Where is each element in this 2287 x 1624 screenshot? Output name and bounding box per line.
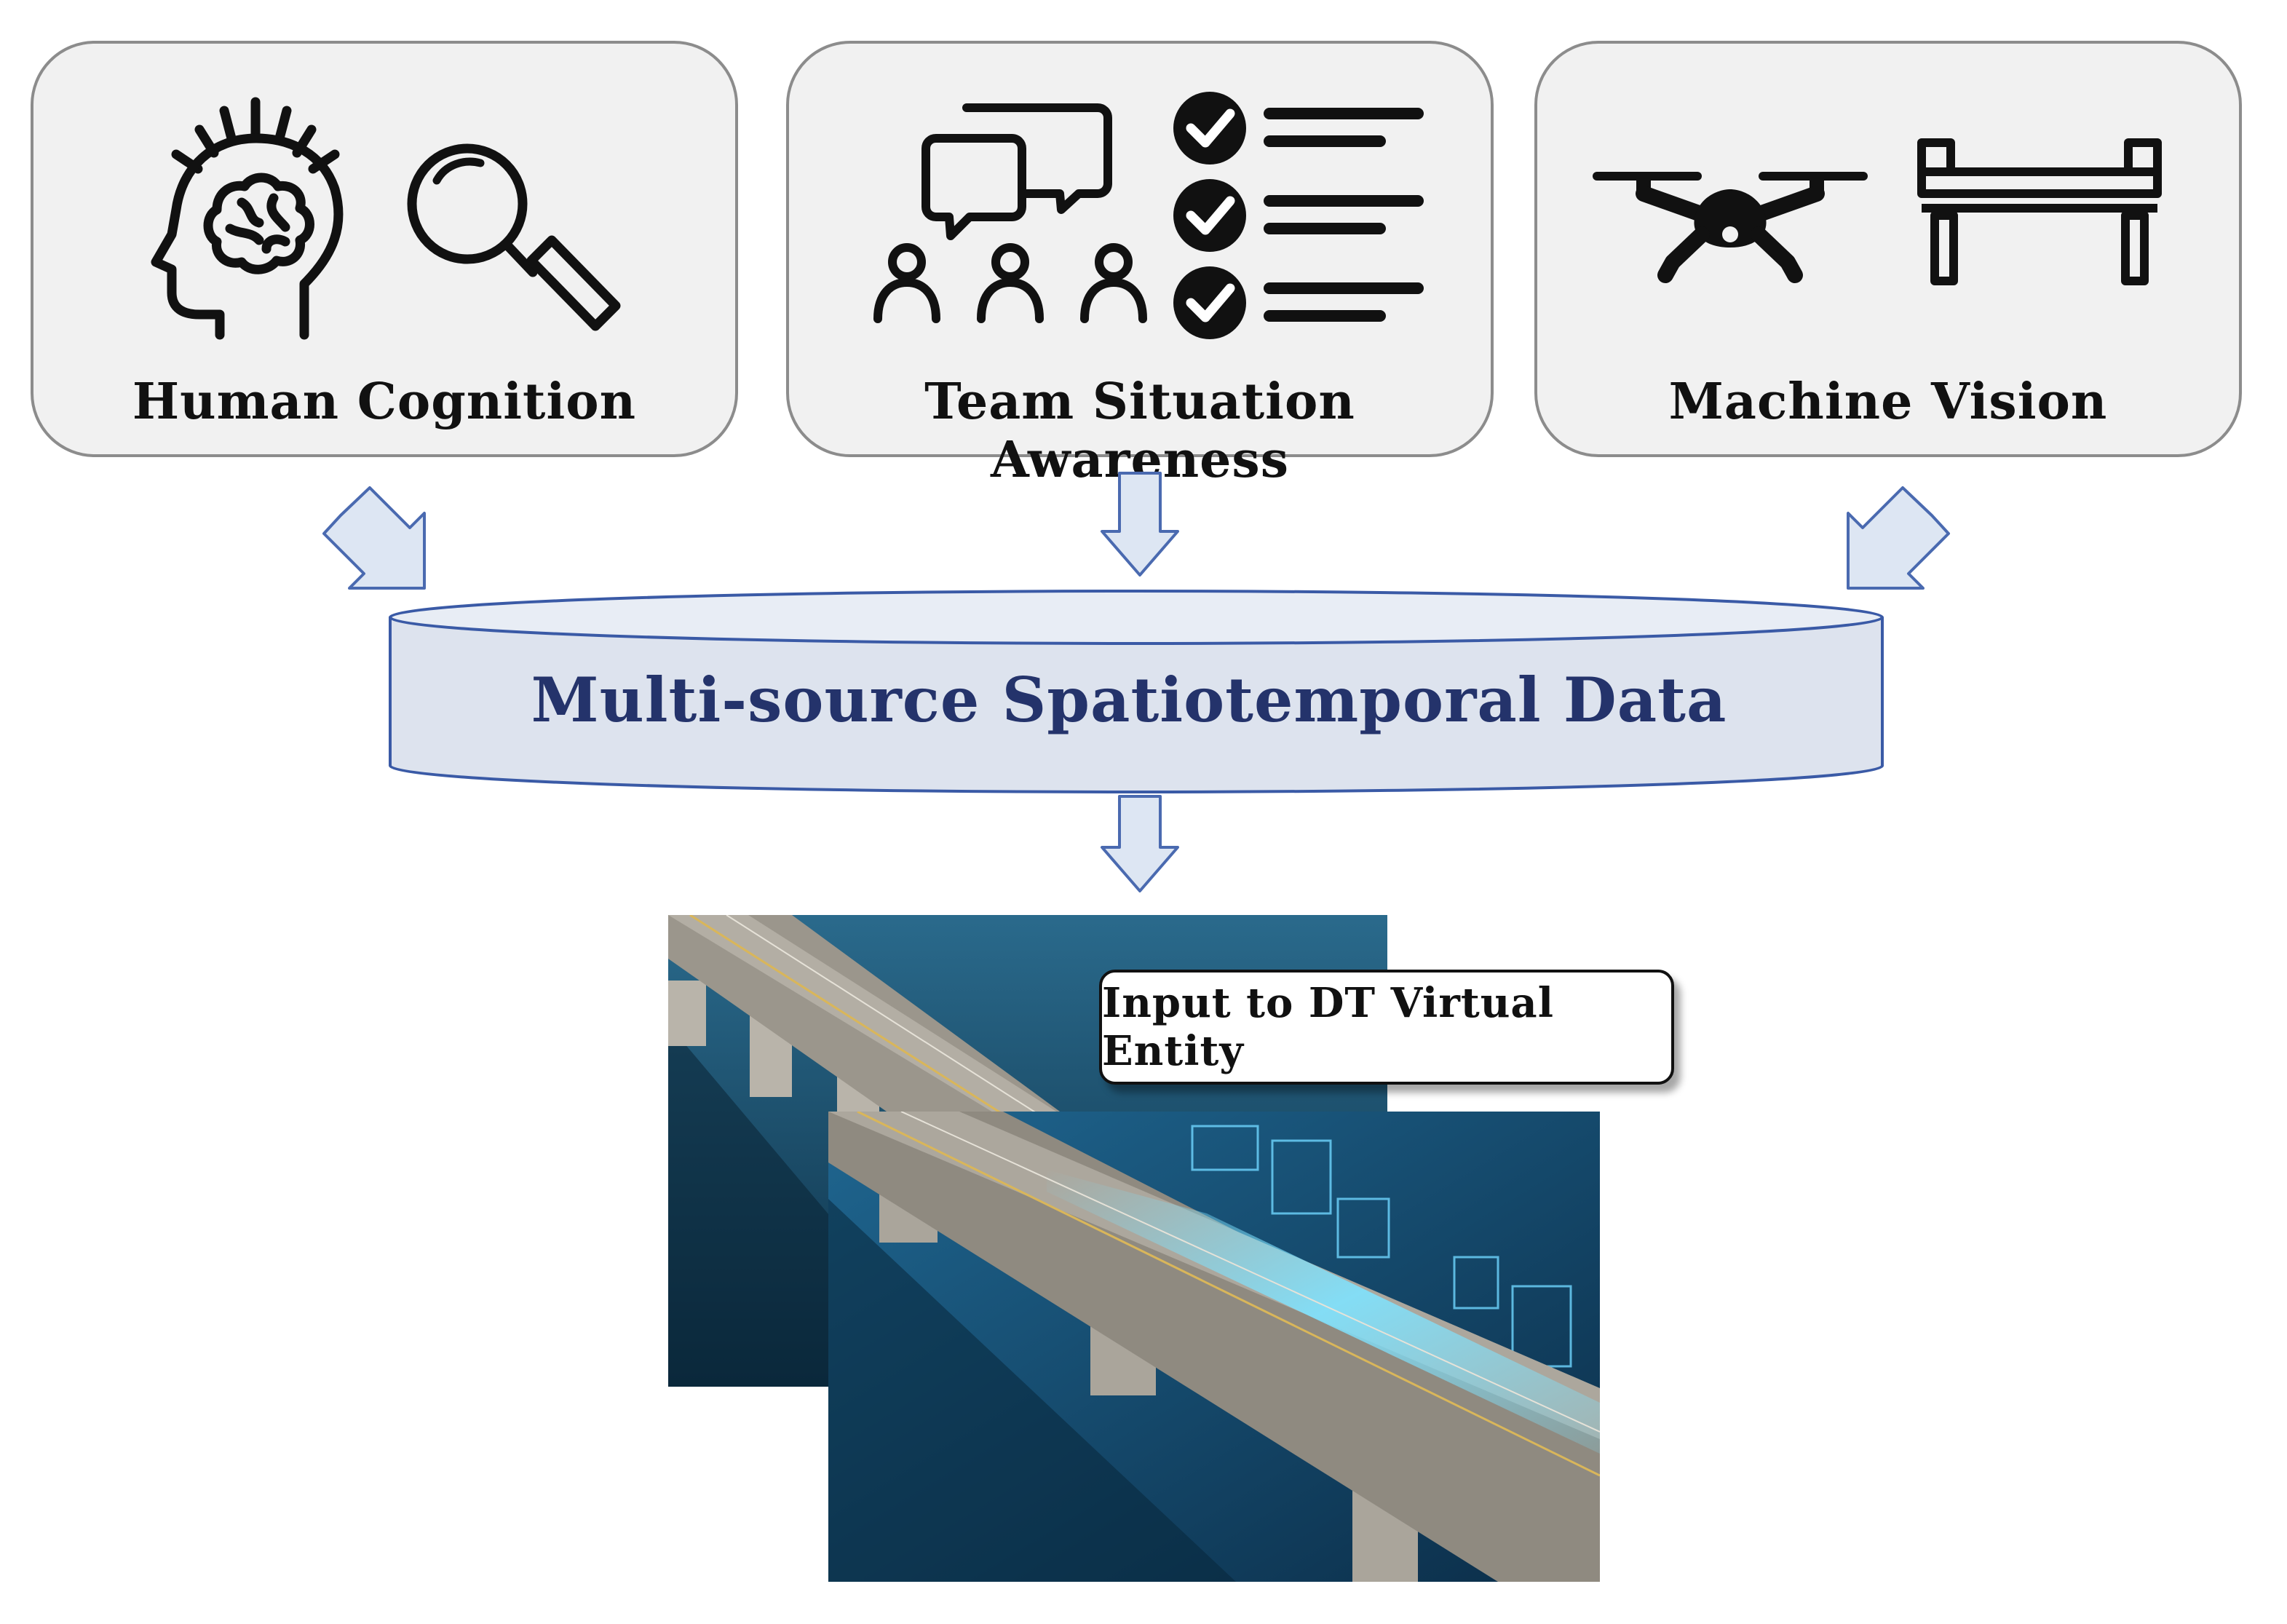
arrow-data-to-output	[1101, 795, 1179, 892]
card-team-situation-awareness: Team Situation Awareness	[786, 41, 1494, 489]
card-human-cognition: Human Cognition	[31, 41, 738, 457]
arrow-machine-to-data	[1847, 486, 1950, 590]
database-cylinder	[389, 590, 1884, 793]
team-awareness-icons	[873, 92, 1424, 339]
checklist-icon	[1173, 92, 1424, 339]
drone-icon	[1593, 172, 1868, 283]
digital-twin-bridge-photo	[828, 1112, 1600, 1582]
machine-vision-icons	[1593, 138, 2162, 285]
card-machine-vision: Machine Vision	[1534, 41, 2242, 457]
human-cognition-icons	[151, 97, 621, 340]
dt-virtual-entity-label: Input to DT Virtual Entity	[1102, 979, 1554, 1075]
machine-vision-label: Machine Vision	[1668, 373, 2108, 431]
arrow-team-to-data	[1101, 472, 1179, 577]
dt-virtual-entity-callout: Input to DT Virtual Entity	[1099, 970, 1674, 1085]
team-discussion-icon	[873, 103, 1147, 323]
database-label: Multi-source Spatiotemporal Data	[531, 664, 1727, 736]
arrow-human-to-data	[322, 486, 426, 590]
bridge-icon	[1917, 138, 2162, 285]
human-cognition-label: Human Cognition	[132, 373, 637, 431]
magnifier-icon	[407, 143, 621, 331]
brain-head-icon	[151, 97, 344, 340]
